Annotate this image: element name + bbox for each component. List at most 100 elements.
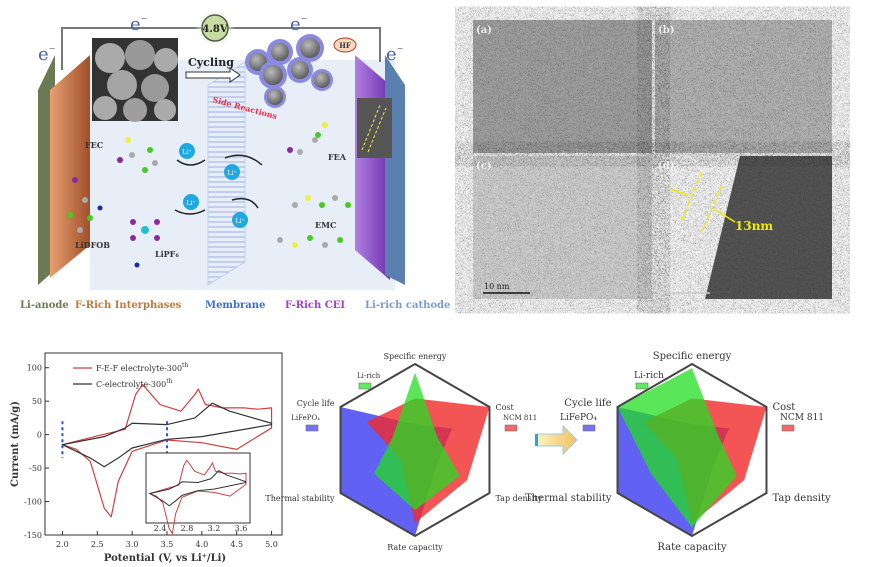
ion-arrow xyxy=(174,209,206,215)
radar-axis-label: Specific energy xyxy=(653,351,732,362)
y-tick-label: 0 xyxy=(37,431,42,440)
legend-swatch xyxy=(635,382,649,390)
panel-label-a: (a) xyxy=(476,25,492,36)
pointer-arrow xyxy=(715,209,736,223)
radar-axis-label: Cycle life xyxy=(297,399,335,408)
component-label: F-Rich Interphases xyxy=(75,300,182,311)
radar-axis-label: Specific energy xyxy=(384,352,447,361)
x-tick-label: 3.0 xyxy=(126,540,139,549)
radar-axis-label: Thermal stability xyxy=(525,493,612,504)
hf-badge xyxy=(333,37,357,53)
scale-label-c: 10 nm xyxy=(484,282,510,291)
legend-label: LiFePO₄ xyxy=(291,414,320,422)
cei-boundary xyxy=(361,104,381,151)
electron-label: e− xyxy=(130,14,147,35)
legend-label: LiFePO₄ xyxy=(560,413,597,423)
x-tick-label: 2.5 xyxy=(91,540,104,549)
component-label: Li-anode xyxy=(20,300,69,311)
radar-area-li-rich xyxy=(617,368,737,528)
x-tick-label: 2.0 xyxy=(56,540,69,549)
inset-tick-label: 3.6 xyxy=(235,524,248,533)
voltage-label: 4.8V xyxy=(202,24,227,35)
radar-axis-label: Cycle life xyxy=(564,398,611,409)
hf-label: HF xyxy=(339,41,351,50)
panel-label-b: (b) xyxy=(658,25,674,36)
panel-label-c: (c) xyxy=(476,161,492,172)
li-ions: Li⁺ Li⁺ Li⁺ Li⁺ xyxy=(179,143,248,228)
cv-curve-c-electrolyte xyxy=(61,402,273,468)
inset-tick-label: 2.4 xyxy=(154,524,167,533)
thickness-label: 13nm xyxy=(735,219,773,233)
component-label: Li-rich cathode xyxy=(365,300,450,311)
inset-curve xyxy=(148,459,247,535)
pointer-arrow xyxy=(669,188,689,196)
x-tick-label: 4.0 xyxy=(195,540,208,549)
tem-image-c xyxy=(473,156,652,299)
li-rich-cathode xyxy=(385,55,405,285)
radar-axis-label: Cost xyxy=(772,402,795,413)
y-tick-label: 50 xyxy=(32,397,42,406)
legend-label-fef: F-E-F electrolyte-300th xyxy=(96,362,188,373)
y-tick-label: -50 xyxy=(29,464,42,473)
legend-label: Li-rich xyxy=(634,371,664,381)
lidfob-label: LiDFOB xyxy=(75,240,110,250)
cv-curve-fef-electrolyte xyxy=(61,383,273,518)
inset-tick-label: 3.2 xyxy=(208,524,221,533)
coated-particles xyxy=(245,34,333,108)
legend-swatch xyxy=(358,382,372,390)
voltage-badge xyxy=(201,14,229,42)
transition-arrow xyxy=(535,424,578,456)
radar-axis-label: Tap density xyxy=(772,493,831,504)
legend-swatch xyxy=(504,424,518,432)
lipf6-label: LiPF₆ xyxy=(155,249,179,259)
legend-label: Li-rich xyxy=(357,372,381,380)
micrograph-panel: (a) (b) (c) (d) 10 nm 20 nm 13nm xyxy=(473,20,832,299)
f-rich-interphase xyxy=(50,55,90,278)
legend-label: NCM 811 xyxy=(503,414,537,422)
electron-label: e− xyxy=(386,44,403,65)
radar-axis-label: Thermal stability xyxy=(265,494,335,503)
plot-frame xyxy=(44,352,283,536)
radar-axis-label: Rate capacity xyxy=(657,542,727,553)
inset-curve xyxy=(148,470,247,507)
radar-frame xyxy=(616,362,768,538)
svg-text:Li⁺: Li⁺ xyxy=(235,218,244,225)
inset-frame xyxy=(145,452,251,524)
y-tick-label: -100 xyxy=(24,498,42,507)
cei-boundary xyxy=(367,107,387,153)
scale-label-d: 20 nm xyxy=(664,282,690,291)
ion-arrow xyxy=(231,197,259,209)
cycling-label: Cycling xyxy=(188,56,234,69)
y-tick-label: -150 xyxy=(24,531,42,540)
component-label: F-Rich CEI xyxy=(285,300,345,311)
boundary-line xyxy=(701,184,723,233)
electron-label: e− xyxy=(38,44,55,65)
radar-axis-label: Cost xyxy=(495,403,514,412)
component-label: Membrane xyxy=(205,300,265,311)
f-rich-cei xyxy=(355,55,390,280)
ion-arrow xyxy=(176,159,206,166)
radar-axis-label: Rate capacity xyxy=(387,543,443,552)
sem-particles xyxy=(93,40,178,122)
legend-swatch xyxy=(305,424,319,432)
legend-swatch xyxy=(582,424,596,432)
component-labels: Li-anode F-Rich Interphases Membrane F-Rich… xyxy=(20,300,450,311)
boundary-line xyxy=(679,171,703,225)
legend-label: NCM 811 xyxy=(780,413,824,423)
ion-arrow xyxy=(224,154,263,166)
fea-label: FEA xyxy=(328,152,347,162)
y-tick-label: 100 xyxy=(27,364,42,373)
electron-label: e− xyxy=(290,14,307,35)
emc-label: EMC xyxy=(315,220,336,230)
molecules xyxy=(67,122,351,268)
radar-axis-label: Tap density xyxy=(495,494,542,503)
svg-text:Li⁺: Li⁺ xyxy=(227,170,236,177)
battery-schematic: 4.8V e− e− e− e− Cycling xyxy=(20,8,450,311)
cycling-arrow xyxy=(185,67,241,83)
y-axis-label: Current (mA/g) xyxy=(10,401,21,487)
sem-image-a xyxy=(473,20,652,153)
